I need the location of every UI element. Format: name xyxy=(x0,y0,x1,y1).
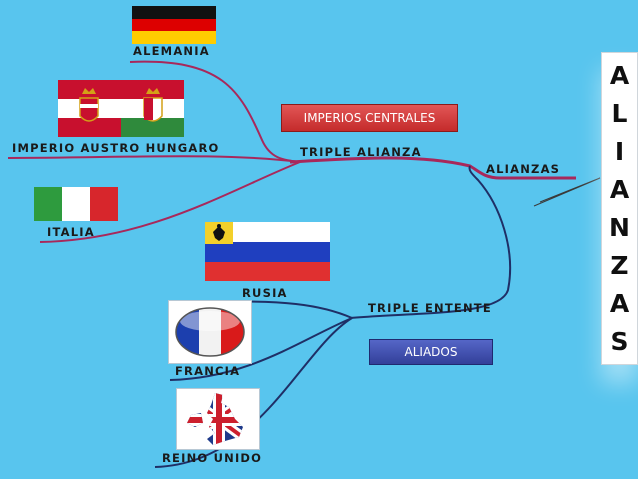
line-alianzas-arrow xyxy=(533,177,601,207)
imperios-centrales-tag: IMPERIOS CENTRALES xyxy=(281,104,458,132)
line-alemania xyxy=(129,60,301,163)
line-italia xyxy=(39,161,301,243)
label-triple-entente: TRIPLE ENTENTE xyxy=(368,301,492,315)
line-alianza-main xyxy=(289,156,576,180)
italy-flag xyxy=(34,187,118,221)
label-reino-unido: REINO UNIDO xyxy=(162,451,263,465)
title-letter: Z xyxy=(610,250,629,280)
germany-flag xyxy=(132,6,216,44)
title-letter: N xyxy=(609,212,630,242)
line-francia xyxy=(169,317,353,381)
label-austro-hungaro: IMPERIO AUSTRO HUNGARO xyxy=(12,141,220,155)
label-italia: ITALIA xyxy=(47,225,95,239)
title-letter: S xyxy=(610,326,629,356)
title-letter: A xyxy=(609,288,630,318)
vertical-title-alianzas: A L I A N Z A S xyxy=(601,52,638,365)
label-rusia: RUSIA xyxy=(242,286,288,300)
label-alemania: ALEMANIA xyxy=(133,44,210,58)
austria-hungary-flag xyxy=(58,80,184,137)
france-flag-button xyxy=(168,300,252,364)
title-letter: A xyxy=(609,61,630,91)
title-letter: A xyxy=(609,175,630,205)
uk-map-flag xyxy=(176,388,260,450)
line-entente-main xyxy=(349,165,512,319)
label-triple-alianza: TRIPLE ALIANZA xyxy=(300,145,422,159)
label-francia: FRANCIA xyxy=(175,364,241,378)
label-alianzas: ALIANZAS xyxy=(486,162,561,176)
aliados-tag: ALIADOS xyxy=(369,339,493,365)
russian-empire-flag xyxy=(205,222,330,281)
title-letter: L xyxy=(611,99,628,129)
title-letter: I xyxy=(614,137,625,167)
line-austro xyxy=(7,155,301,163)
line-reino-unido xyxy=(154,317,353,468)
